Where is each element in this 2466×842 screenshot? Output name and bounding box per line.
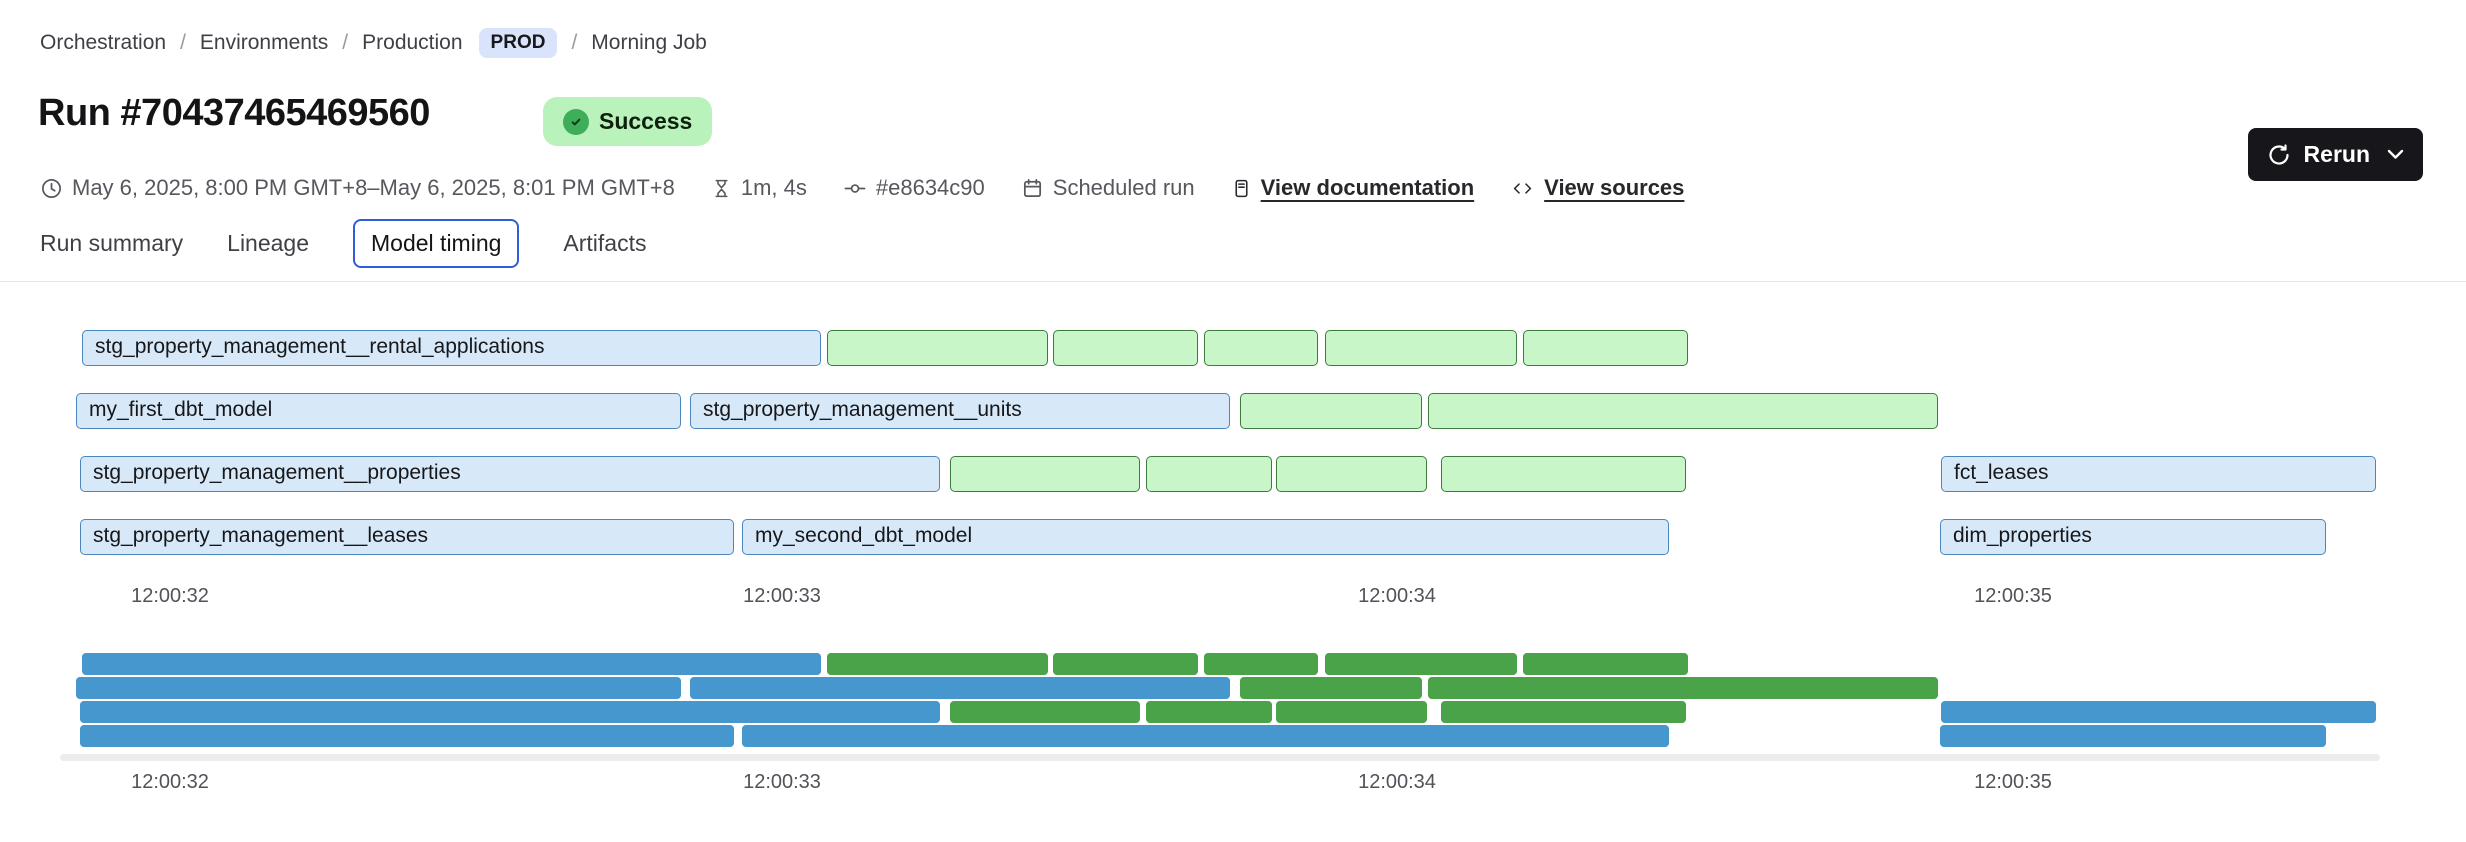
meta-item-text: View documentation [1260, 175, 1475, 200]
axis-tick-label: 12:00:34 [1358, 771, 1436, 793]
hourglass-icon [711, 177, 732, 200]
gantt-bar[interactable] [950, 456, 1140, 492]
gantt-bar[interactable] [1325, 330, 1517, 366]
gantt-bar[interactable]: stg_property_management__leases [80, 519, 734, 555]
meta-item: 1m, 4s [711, 175, 807, 201]
minimap-bar[interactable] [1053, 653, 1198, 675]
minimap-bar[interactable] [1276, 701, 1427, 723]
minimap-bar[interactable] [827, 653, 1048, 675]
gantt-bar[interactable]: stg_property_management__units [690, 393, 1230, 429]
view-sources-link[interactable]: View sources [1510, 175, 1684, 201]
tab-artifacts[interactable]: Artifacts [563, 230, 647, 256]
meta-item-text: May 6, 2025, 8:00 PM GMT+8–May 6, 2025, … [72, 175, 675, 200]
gantt-bar[interactable] [1204, 330, 1318, 366]
minimap-bar[interactable] [76, 677, 681, 699]
gantt-bar[interactable]: dim_properties [1940, 519, 2326, 555]
breadcrumb: Orchestration / Environments / Production PRO… [40, 28, 707, 58]
gantt-bar[interactable]: fct_leases [1941, 456, 2376, 492]
meta-item: #e8634c90 [843, 175, 985, 201]
breadcrumb-item-production[interactable]: Production [362, 31, 463, 54]
gantt-bar[interactable]: stg_property_management__properties [80, 456, 940, 492]
minimap-bar[interactable] [82, 653, 821, 675]
gantt-bar[interactable]: my_first_dbt_model [76, 393, 681, 429]
axis-tick-label: 12:00:32 [131, 771, 209, 793]
minimap-scroll-track[interactable] [60, 754, 2380, 761]
document-icon [1231, 177, 1252, 200]
breadcrumb-item-environments[interactable]: Environments [199, 31, 329, 54]
rerun-button[interactable]: Rerun [2247, 128, 2423, 181]
gantt-bar[interactable] [1523, 330, 1688, 366]
status-badge-label: Success [599, 108, 693, 134]
chevron-down-icon[interactable] [2387, 149, 2404, 160]
status-badge: Success [543, 97, 713, 146]
gantt-bar[interactable] [1428, 393, 1938, 429]
axis-tick-label: 12:00:32 [131, 585, 209, 607]
meta-item-text: 1m, 4s [740, 175, 807, 200]
gantt-bar[interactable] [1240, 393, 1422, 429]
gantt-bar[interactable] [1276, 456, 1427, 492]
gantt-bar[interactable] [1053, 330, 1198, 366]
tabs-divider [0, 281, 2466, 282]
breadcrumb-item-orchestration[interactable]: Orchestration [40, 31, 167, 54]
minimap-bar[interactable] [1428, 677, 1938, 699]
success-check-icon [563, 108, 589, 135]
meta-item: May 6, 2025, 8:00 PM GMT+8–May 6, 2025, … [40, 175, 675, 201]
gantt-bar-label: stg_property_management__rental_applicat… [95, 335, 545, 358]
axis-tick-label: 12:00:35 [1974, 771, 2052, 793]
minimap-bar[interactable] [742, 725, 1669, 747]
axis-tick-label: 12:00:33 [743, 585, 821, 607]
minimap-bar[interactable] [1146, 701, 1272, 723]
gantt-bar[interactable] [1146, 456, 1272, 492]
minimap-bar[interactable] [1523, 653, 1688, 675]
meta-item-text: Scheduled run [1052, 175, 1195, 200]
gantt-bar-label: stg_property_management__units [703, 398, 1022, 421]
breadcrumb-separator: / [342, 31, 349, 54]
calendar-icon [1021, 177, 1044, 200]
gantt-bar-label: my_first_dbt_model [89, 398, 273, 421]
clock-icon [40, 177, 63, 200]
gantt-bar-label: stg_property_management__leases [93, 524, 429, 547]
minimap-bar[interactable] [80, 701, 940, 723]
commit-icon [843, 177, 867, 200]
gantt-bar-label: fct_leases [1954, 461, 2049, 484]
page-title: Run #70437465469560 [38, 92, 430, 134]
axis-tick-label: 12:00:33 [743, 771, 821, 793]
minimap-bar[interactable] [80, 725, 734, 747]
meta-item: Scheduled run [1021, 175, 1195, 201]
axis-tick-label: 12:00:35 [1974, 585, 2052, 607]
axis-tick-label: 12:00:34 [1358, 585, 1436, 607]
environment-badge: PROD [478, 28, 558, 58]
meta-item-text: #e8634c90 [875, 175, 985, 200]
tab-lineage[interactable]: Lineage [227, 230, 310, 256]
minimap-bar[interactable] [1204, 653, 1318, 675]
meta-item-text: View sources [1544, 175, 1685, 200]
gantt-bar[interactable] [1441, 456, 1686, 492]
breadcrumb-item-morning-job[interactable]: Morning Job [591, 31, 707, 54]
rerun-button-label: Rerun [2303, 141, 2370, 167]
tabs-row: Run summary Lineage Model timing Artifacts [40, 219, 646, 268]
minimap-bar[interactable] [1941, 701, 2376, 723]
minimap-bar[interactable] [1240, 677, 1422, 699]
minimap-bar[interactable] [1940, 725, 2326, 747]
minimap-bar[interactable] [950, 701, 1140, 723]
breadcrumb-separator: / [571, 31, 578, 54]
code-icon [1510, 178, 1535, 199]
tab-run-summary[interactable]: Run summary [40, 230, 184, 256]
tab-model-timing[interactable]: Model timing [353, 219, 520, 268]
run-meta-row: May 6, 2025, 8:00 PM GMT+8–May 6, 2025, … [40, 175, 1684, 201]
minimap-bar[interactable] [1441, 701, 1686, 723]
gantt-bar[interactable]: stg_property_management__rental_applicat… [82, 330, 821, 366]
gantt-bar[interactable]: my_second_dbt_model [742, 519, 1669, 555]
gantt-bar-label: stg_property_management__properties [93, 461, 461, 484]
minimap-bar[interactable] [690, 677, 1230, 699]
gantt-bar-label: dim_properties [1953, 524, 2092, 547]
gantt-bar[interactable] [827, 330, 1048, 366]
gantt-bar-label: my_second_dbt_model [755, 524, 973, 547]
view-documentation-link[interactable]: View documentation [1231, 175, 1475, 201]
minimap-bar[interactable] [1325, 653, 1517, 675]
refresh-icon [2267, 143, 2291, 167]
breadcrumb-separator: / [180, 31, 186, 54]
